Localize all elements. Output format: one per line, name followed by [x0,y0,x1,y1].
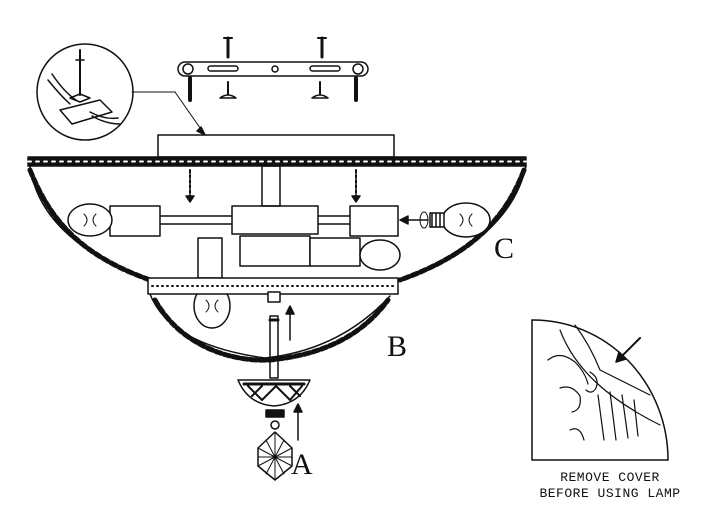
up-arrow-bowl [293,403,303,441]
wall-anchor-left [219,81,237,99]
canopy-screw-right [351,169,361,203]
canopy-screw-left [185,169,195,203]
bead-strand-right [397,167,527,283]
bulb-insert-arrow [399,211,429,229]
part-label-a: A [291,448,313,481]
wall-anchor-right [311,81,329,99]
arm-left [159,215,233,225]
bead-rim [27,156,527,167]
ceiling-canopy [157,134,395,158]
bulb-right-detached [429,202,491,238]
wiring-detail-callout [36,43,206,141]
center-rod [268,315,280,379]
hand-drawing [547,354,639,441]
bulb-left [67,203,113,237]
bead-strand-left [27,167,153,283]
mounting-screw-right [317,36,327,59]
mounting-bar [177,61,369,77]
part-label-b: B [387,330,408,363]
center-body [231,205,319,267]
arm-right [317,215,351,225]
socket-lower-left [197,237,223,279]
up-arrow-rod [285,305,295,341]
center-stem [261,165,281,207]
finial-nut [267,291,281,303]
small-nut [265,409,285,418]
socket-left [109,205,161,237]
bead-strand-bottom [152,297,391,363]
caption-line-2: BEFORE USING LAMP [539,486,681,501]
remove-cover-inset [531,319,669,461]
small-bowl [237,379,311,407]
remove-cover-caption: REMOVE COVER BEFORE USING LAMP [520,470,700,502]
mounting-screw-left [223,36,233,59]
part-label-c: C [494,232,515,265]
caption-line-1: REMOVE COVER [560,470,660,485]
bulb-lower-right [359,239,401,271]
socket-lower-right [309,237,361,267]
socket-right [349,205,399,237]
crystal-finial [257,420,293,481]
